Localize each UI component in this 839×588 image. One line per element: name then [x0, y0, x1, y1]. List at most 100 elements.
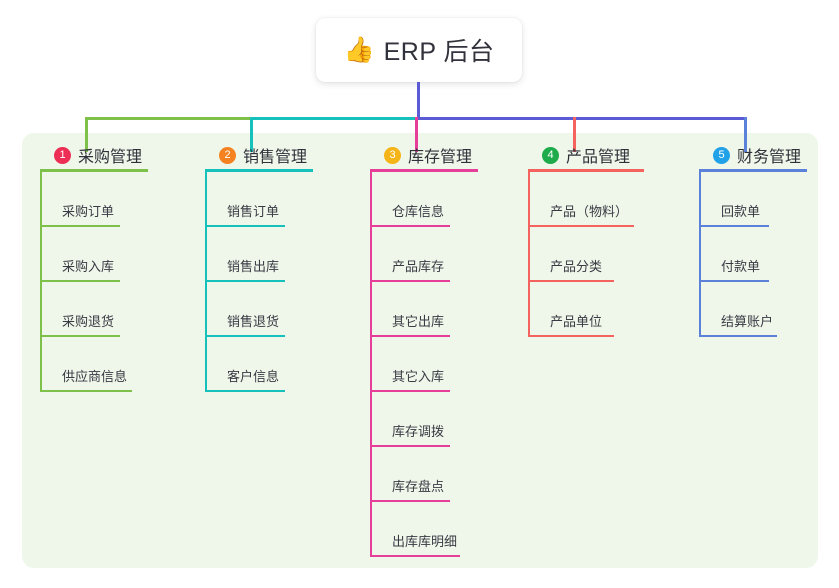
- branch-leaf-label: 其它入库: [392, 369, 445, 384]
- branch-leaf-label: 仓库信息: [392, 204, 445, 219]
- branch-header[interactable]: 5 财务管理: [699, 143, 801, 167]
- branch-leaf-item[interactable]: 采购订单: [40, 172, 150, 227]
- branch-leaf-rule: [40, 390, 132, 392]
- branch-number-badge: 2: [219, 146, 236, 164]
- connector-segment: [85, 117, 250, 120]
- branch-leaf-rule: [528, 335, 614, 337]
- branch-leaf-label: 结算账户: [721, 314, 774, 329]
- branch-spine: [205, 172, 207, 392]
- branch-leaf-label: 产品库存: [392, 259, 445, 274]
- branch-leaf-item[interactable]: 结算账户: [699, 282, 809, 337]
- branch-column-1: 1 采购管理采购订单采购入库采购退货供应商信息: [40, 143, 148, 392]
- branch-leaf-item[interactable]: 其它出库: [370, 282, 480, 337]
- branch-leaf-item[interactable]: 产品单位: [528, 282, 638, 337]
- connector-drop: [250, 117, 253, 152]
- branch-leaf-item[interactable]: 产品（物料）: [528, 172, 638, 227]
- branch-number-badge: 4: [542, 146, 559, 164]
- branch-leaf-rule: [205, 280, 285, 282]
- branch-header-rule: [528, 169, 644, 172]
- branch-leaf-label: 其它出库: [392, 314, 445, 329]
- branch-leaf-label: 采购入库: [62, 259, 115, 274]
- branch-leaf-item[interactable]: 其它入库: [370, 337, 480, 392]
- branch-leaf-label: 销售出库: [227, 259, 280, 274]
- branch-leaf-rule: [370, 500, 450, 502]
- branch-column-3: 3 库存管理仓库信息产品库存其它出库其它入库库存调拨库存盘点出库库明细: [370, 143, 478, 557]
- branch-leaf-label: 出库库明细: [392, 534, 458, 549]
- branch-leaf-rule: [699, 280, 769, 282]
- branches-panel: [22, 133, 818, 568]
- branch-leaf-rule: [40, 225, 120, 227]
- branch-leaf-label: 采购订单: [62, 204, 115, 219]
- branch-header-rule: [699, 169, 807, 172]
- branch-title: 销售管理: [243, 149, 308, 166]
- branch-number-badge: 5: [713, 146, 730, 164]
- branch-number-badge: 3: [384, 146, 401, 164]
- branch-header[interactable]: 3 库存管理: [370, 143, 472, 167]
- branch-leaf-label: 产品分类: [550, 259, 603, 274]
- branch-leaf-item[interactable]: 库存盘点: [370, 447, 480, 502]
- branch-header-rule: [370, 169, 478, 172]
- branch-spine: [528, 172, 530, 337]
- connector-drop: [573, 117, 576, 152]
- branch-leaf-item[interactable]: 销售退货: [205, 282, 315, 337]
- branch-leaf-label: 销售退货: [227, 314, 280, 329]
- branch-leaf-label: 客户信息: [227, 369, 280, 384]
- branch-leaf-label: 回款单: [721, 204, 761, 219]
- root-connector-stem: [417, 82, 420, 119]
- branch-leaf-rule: [205, 390, 285, 392]
- branch-leaf-item[interactable]: 供应商信息: [40, 337, 150, 392]
- branch-leaf-label: 产品单位: [550, 314, 603, 329]
- branch-leaf-item[interactable]: 付款单: [699, 227, 809, 282]
- connector-segment: [415, 117, 573, 120]
- branch-title: 采购管理: [78, 149, 143, 166]
- branch-leaf-rule: [40, 280, 120, 282]
- branch-leaf-item[interactable]: 销售订单: [205, 172, 315, 227]
- connector-drop: [85, 117, 88, 152]
- branch-leaf-item[interactable]: 采购退货: [40, 282, 150, 337]
- branch-leaf-label: 库存盘点: [392, 479, 445, 494]
- branch-leaf-item[interactable]: 采购入库: [40, 227, 150, 282]
- branch-leaf-rule: [528, 280, 614, 282]
- branch-leaf-rule: [528, 225, 634, 227]
- connector-drop: [415, 117, 418, 152]
- branch-leaf-item[interactable]: 回款单: [699, 172, 809, 227]
- branch-leaf-rule: [699, 225, 769, 227]
- branch-leaf-rule: [370, 390, 450, 392]
- branch-column-2: 2 销售管理销售订单销售出库销售退货客户信息: [205, 143, 313, 392]
- branch-leaf-item[interactable]: 销售出库: [205, 227, 315, 282]
- branch-spine: [699, 172, 701, 337]
- branch-leaf-rule: [370, 555, 460, 557]
- branch-leaf-rule: [370, 445, 450, 447]
- branch-leaf-rule: [370, 280, 450, 282]
- root-node-content: 👍 ERP 后台: [343, 32, 494, 68]
- branch-leaf-item[interactable]: 库存调拨: [370, 392, 480, 447]
- branch-header[interactable]: 1 采购管理: [40, 143, 142, 167]
- branch-leaf-label: 库存调拨: [392, 424, 445, 439]
- connector-segment: [573, 117, 744, 120]
- thumbs-up-icon: 👍: [343, 35, 375, 64]
- branch-spine: [40, 172, 42, 392]
- connector-segment: [250, 117, 415, 120]
- branch-leaf-rule: [40, 335, 120, 337]
- branch-title: 库存管理: [408, 149, 473, 166]
- branch-title: 产品管理: [566, 149, 631, 166]
- branch-leaf-item[interactable]: 客户信息: [205, 337, 315, 392]
- branch-header[interactable]: 2 销售管理: [205, 143, 307, 167]
- root-node[interactable]: 👍 ERP 后台: [316, 18, 522, 82]
- branch-leaf-label: 采购退货: [62, 314, 115, 329]
- branch-leaf-item[interactable]: 仓库信息: [370, 172, 480, 227]
- branch-header[interactable]: 4 产品管理: [528, 143, 630, 167]
- branch-leaf-label: 产品（物料）: [550, 204, 629, 219]
- branch-leaf-label: 供应商信息: [62, 369, 128, 384]
- branch-leaf-rule: [370, 225, 450, 227]
- branch-leaf-rule: [370, 335, 450, 337]
- branch-number-badge: 1: [54, 146, 71, 164]
- branch-title: 财务管理: [737, 149, 802, 166]
- branch-leaf-item[interactable]: 出库库明细: [370, 502, 480, 557]
- branch-header-rule: [205, 169, 313, 172]
- branch-leaf-item[interactable]: 产品分类: [528, 227, 638, 282]
- branch-spine: [370, 172, 372, 557]
- branch-leaf-rule: [699, 335, 777, 337]
- branch-leaf-item[interactable]: 产品库存: [370, 227, 480, 282]
